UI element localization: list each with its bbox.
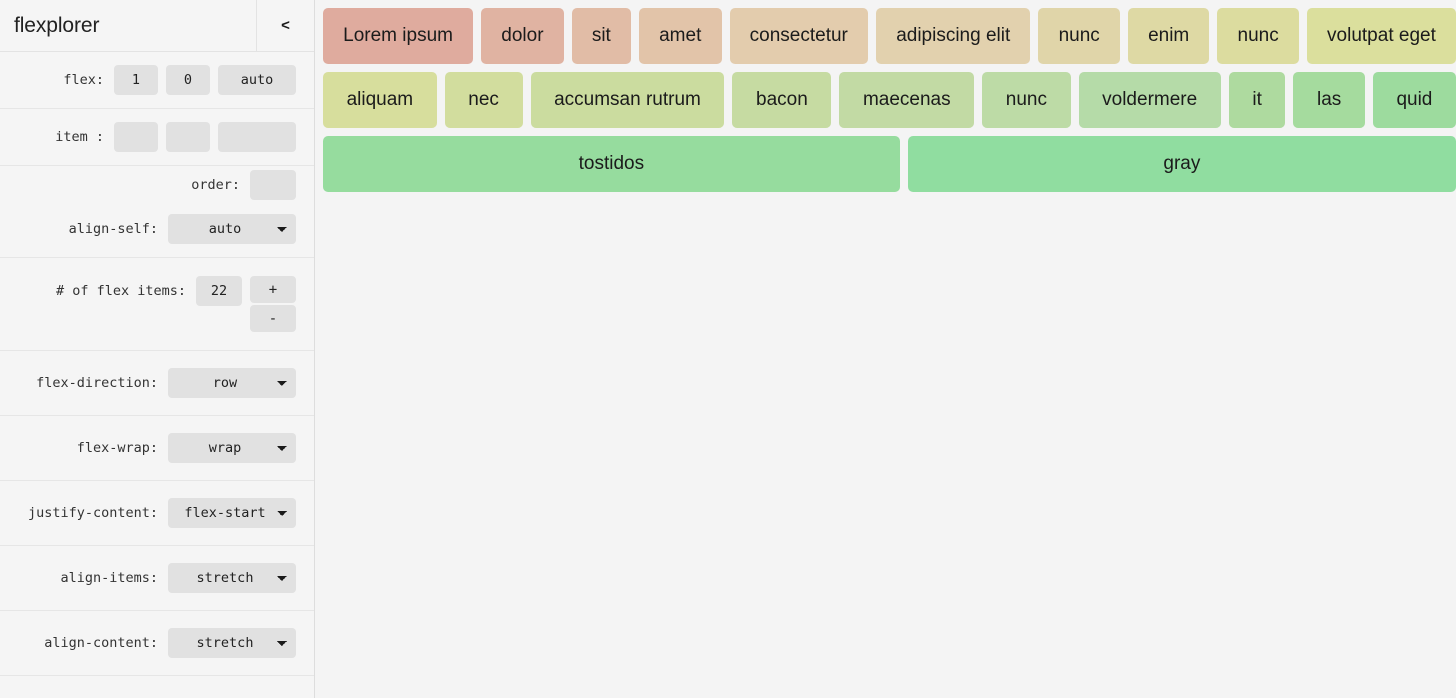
flex-basis-input[interactable] (218, 65, 296, 95)
num-items-stepper: + - (250, 276, 296, 332)
item-flex-grow-input[interactable] (114, 122, 158, 152)
align-items-select[interactable]: flex-startflex-endcenterbaselinestretch (168, 563, 296, 593)
justify-content-select[interactable]: flex-startflex-endcenterspace-betweenspa… (168, 498, 296, 528)
align-self-controls: autoflex-startflex-endcenterbaselinestre… (168, 214, 296, 244)
label-justify-content: justify-content: (27, 505, 158, 521)
flex-item[interactable]: consectetur (729, 8, 869, 64)
label-flex-direction: flex-direction: (36, 375, 158, 391)
sidebar-header: flexplorer < (0, 0, 314, 52)
align-content-controls: flex-startflex-endcenterspace-betweenspa… (168, 628, 296, 658)
row-num-items: # of flex items: + - (0, 258, 314, 351)
row-align-items: align-items: flex-startflex-endcenterbas… (0, 546, 314, 611)
flex-item[interactable]: amet (638, 8, 722, 64)
num-items-controls: + - (196, 276, 296, 332)
flex-item[interactable]: volutpat eget (1306, 8, 1456, 64)
row-order: order: (0, 166, 314, 210)
order-input[interactable] (250, 170, 296, 200)
flex-item[interactable]: enim (1127, 8, 1210, 64)
align-items-controls: flex-startflex-endcenterbaselinestretch (168, 563, 296, 593)
flex-item[interactable]: voldermere (1078, 72, 1221, 128)
flex-direction-select[interactable]: rowrow-reversecolumncolumn-reverse (168, 368, 296, 398)
row-justify-content: justify-content: flex-startflex-endcente… (0, 481, 314, 546)
item-controls (114, 122, 296, 152)
label-align-self: align-self: (68, 221, 158, 237)
label-align-content: align-content: (44, 635, 158, 651)
flex-wrap-select[interactable]: nowrapwrapwrap-reverse (168, 433, 296, 463)
flex-item[interactable]: gray (907, 136, 1456, 192)
order-controls (250, 170, 296, 200)
control-sidebar: flexplorer < flex: item : (0, 0, 315, 698)
item-flex-basis-input[interactable] (218, 122, 296, 152)
flex-wrap-controls: nowrapwrapwrap-reverse (168, 433, 296, 463)
chevron-left-icon[interactable]: < (256, 0, 314, 51)
label-flex: flex: (63, 72, 104, 88)
add-item-button[interactable]: + (250, 276, 296, 303)
row-item: item : (0, 109, 314, 166)
flex-shrink-input[interactable] (166, 65, 210, 95)
flex-item[interactable]: nec (444, 72, 523, 128)
flex-controls (114, 65, 296, 95)
flex-item[interactable]: nunc (1217, 8, 1299, 64)
row-align-content: align-content: flex-startflex-endcenters… (0, 611, 314, 676)
flex-direction-controls: rowrow-reversecolumncolumn-reverse (168, 368, 296, 398)
sidebar-body: flex: item : order: (0, 52, 314, 676)
align-self-select[interactable]: autoflex-startflex-endcenterbaselinestre… (168, 214, 296, 244)
flex-item[interactable]: dolor (481, 8, 564, 64)
num-items-input[interactable] (196, 276, 242, 306)
align-content-select[interactable]: flex-startflex-endcenterspace-betweenspa… (168, 628, 296, 658)
justify-content-controls: flex-startflex-endcenterspace-betweenspa… (168, 498, 296, 528)
flex-item[interactable]: accumsan rutrum (530, 72, 725, 128)
label-order: order: (191, 177, 240, 193)
row-flex-wrap: flex-wrap: nowrapwrapwrap-reverse (0, 416, 314, 481)
label-align-items: align-items: (60, 570, 158, 586)
flex-item[interactable]: Lorem ipsum (323, 8, 474, 64)
app-title: flexplorer (14, 13, 100, 37)
flex-item[interactable]: it (1228, 72, 1286, 128)
flex-item[interactable]: las (1293, 72, 1365, 128)
label-item: item : (55, 129, 104, 145)
flex-item[interactable]: adipiscing elit (876, 8, 1031, 64)
row-flex-direction: flex-direction: rowrow-reversecolumncolu… (0, 351, 314, 416)
flex-item[interactable]: sit (571, 8, 631, 64)
flex-grow-input[interactable] (114, 65, 158, 95)
flex-item[interactable]: quid (1372, 72, 1456, 128)
flex-item[interactable]: nunc (982, 72, 1071, 128)
flex-item[interactable]: aliquam (323, 72, 437, 128)
flex-item[interactable]: nunc (1038, 8, 1120, 64)
row-align-self: align-self: autoflex-startflex-endcenter… (0, 210, 314, 258)
flex-item[interactable]: bacon (732, 72, 832, 128)
flex-item[interactable]: maecenas (839, 72, 975, 128)
item-flex-shrink-input[interactable] (166, 122, 210, 152)
label-num-items: # of flex items: (55, 283, 186, 299)
remove-item-button[interactable]: - (250, 305, 296, 332)
row-flex: flex: (0, 52, 314, 109)
flex-item[interactable]: tostidos (323, 136, 900, 192)
label-flex-wrap: flex-wrap: (76, 440, 158, 456)
